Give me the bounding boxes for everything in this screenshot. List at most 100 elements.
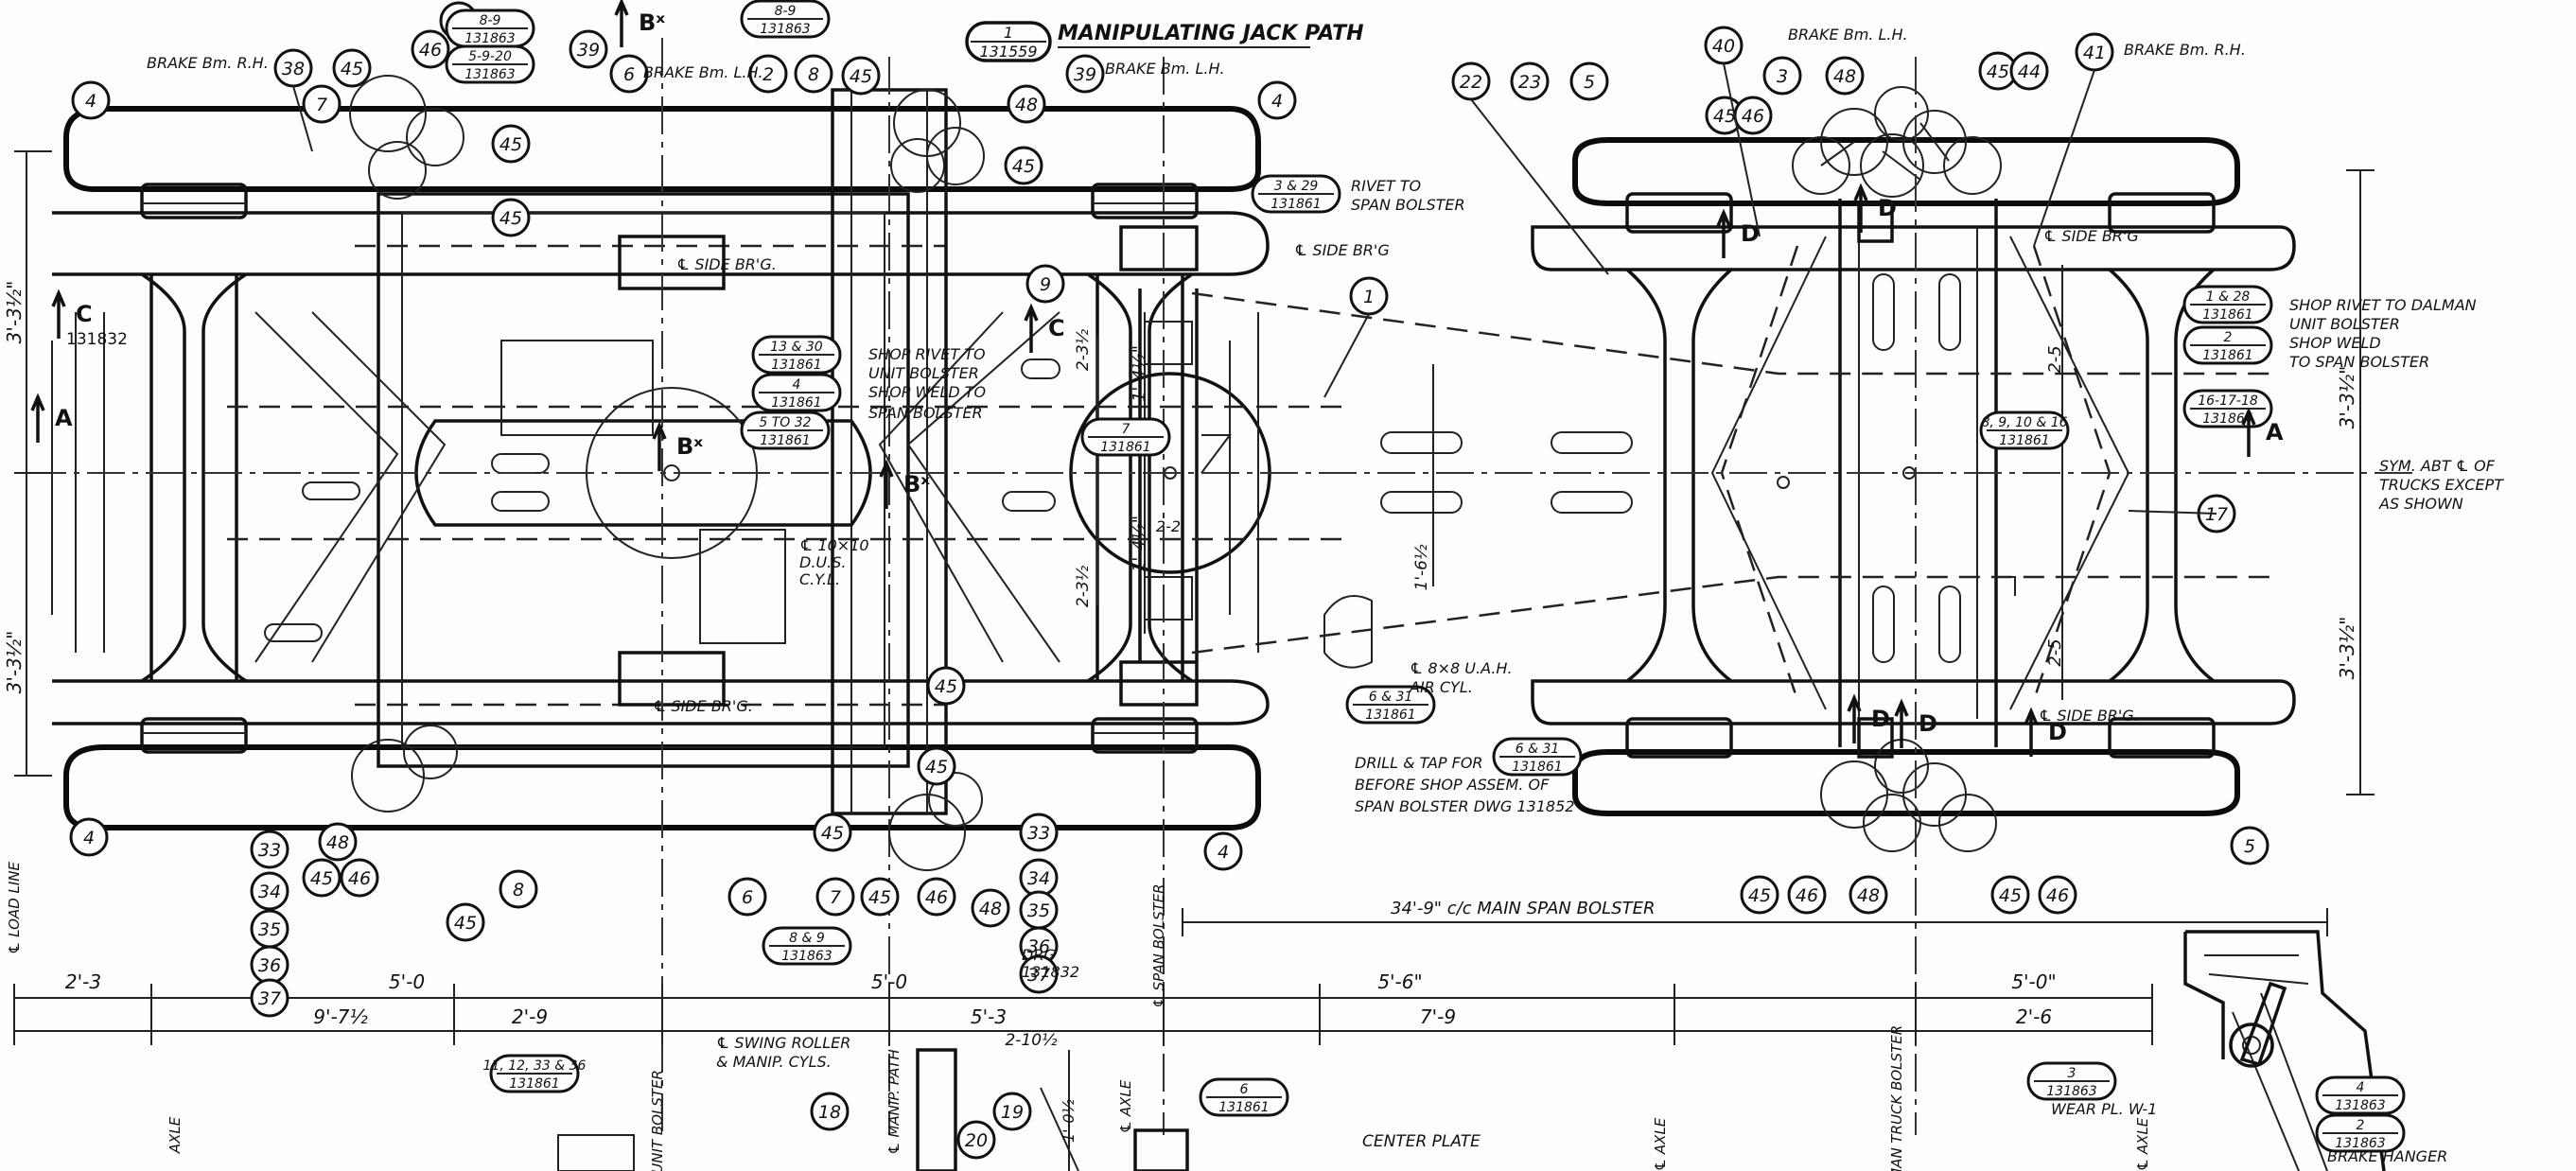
section-letter: A xyxy=(55,405,73,431)
balloon-circle xyxy=(1203,831,1243,871)
drawing-note: BRAKE Bm. L.H. xyxy=(1788,26,1908,44)
balloon-number: 33 xyxy=(1027,823,1050,844)
balloon-number: 19 xyxy=(1001,1102,1024,1123)
drawing-note: ℄ SIDE BR'G. xyxy=(2039,707,2139,725)
balloon-circle xyxy=(917,877,956,917)
callout-balloon: 48 xyxy=(1849,875,1888,915)
drawing-note: C.Y.L. xyxy=(799,570,840,588)
callout-balloon: 46 xyxy=(340,858,379,898)
axle-centerline-label: ℄ AXLE xyxy=(1117,1079,1134,1133)
reference-top: 2 xyxy=(2357,1118,2365,1133)
balloon-circle xyxy=(332,48,372,88)
balloon-number: 34 xyxy=(258,882,281,902)
balloon-number: 39 xyxy=(1074,64,1096,85)
balloon-circle xyxy=(2009,51,2049,91)
lower-fragments xyxy=(557,1048,1189,1171)
callout-balloon: 38 xyxy=(273,48,313,88)
drawing-note: ℄ SIDE BR'G xyxy=(1294,241,1390,259)
reference-top: 4 xyxy=(793,377,801,393)
drawing-note: BRAKE Bm. R.H. xyxy=(2124,41,2246,59)
reference-top: 13 & 30 xyxy=(770,340,823,355)
balloon-number: 46 xyxy=(1796,885,1818,906)
right-truck xyxy=(1531,86,2296,852)
reference-bottom: 131863 xyxy=(464,31,515,46)
balloon-number: 17 xyxy=(2205,504,2228,525)
callout-balloon: 35 xyxy=(250,909,289,949)
section-letter: A xyxy=(2266,419,2284,446)
dimension-horizontal: 5'-0 xyxy=(871,970,907,993)
callout-balloon: 45 xyxy=(302,858,342,898)
callout-balloon: 7 xyxy=(815,877,855,917)
callout-balloon: 5 xyxy=(2230,826,2269,865)
span-bolster-outline xyxy=(1191,291,2280,669)
section-mark: D xyxy=(1847,693,1890,743)
axle-centerline-label: ℄ AXLE xyxy=(1652,1117,1669,1171)
callout-balloon: 48 xyxy=(971,888,1010,928)
balloon-circle xyxy=(491,124,531,164)
callout-balloon: 45 xyxy=(1978,51,2018,91)
callout-balloon: 22 xyxy=(1451,61,1491,101)
callout-balloon: 19 xyxy=(992,1092,1032,1131)
balloon-circle xyxy=(302,84,342,124)
dimension-horizontal: 2-10½ xyxy=(1005,1031,1058,1050)
dimension-horizontal: 5'-0" xyxy=(2011,970,2056,993)
drawing-note: BRAKE Bm. L.H. xyxy=(643,63,763,81)
callout-balloon: 33 xyxy=(250,830,289,869)
axle-centerline-label: ℄ AXLE xyxy=(2134,1117,2151,1171)
section-letter: C xyxy=(1048,315,1065,341)
reference-top: 8, 9, 10 & 16 xyxy=(1981,415,2067,430)
balloon-circle xyxy=(841,56,881,96)
callout-balloon: 4 xyxy=(1257,80,1297,120)
reference-bottom: 131861 xyxy=(1999,433,2049,448)
balloon-number: 5 xyxy=(1584,72,1595,93)
reference-top: 5-9-20 xyxy=(468,49,512,64)
balloon-number: 3 xyxy=(1777,66,1788,87)
section-mark: D xyxy=(1894,698,1937,748)
reference-bottom: 131863 xyxy=(760,22,810,37)
axle-centerline-label: ℄ SPAN BOLSTER xyxy=(1150,883,1167,1007)
callout-balloon: 48 xyxy=(1825,56,1865,96)
balloon-number: 46 xyxy=(925,887,948,908)
drawing-note: SPAN BOLSTER xyxy=(1351,196,1465,214)
callout-balloon: 45 xyxy=(446,902,485,942)
section-mark: A xyxy=(30,393,73,443)
title-ref-bottom: 131559 xyxy=(979,43,1037,61)
axle-centerline-label: AXLE xyxy=(166,1116,184,1154)
drawing-note: BEFORE SHOP ASSEM. OF xyxy=(1355,776,1550,794)
callout-balloon: 45 xyxy=(917,746,956,786)
dimension-horizontal: 2-2 xyxy=(1156,517,1181,535)
reference-bottom: 131863 xyxy=(2046,1084,2096,1099)
balloon-number: 20 xyxy=(965,1130,988,1151)
reference-bottom: 131863 xyxy=(781,949,832,964)
section-ref: 131832 xyxy=(66,330,128,349)
balloon-circle xyxy=(446,902,485,942)
axle-centerline-label: ℄ MANIP. PATH xyxy=(885,1049,902,1155)
balloon-number: 48 xyxy=(326,832,349,853)
title-ref-top: 1 xyxy=(1004,24,1013,42)
balloon-circle xyxy=(250,978,289,1018)
dimension-vertical: 1'-0½ xyxy=(1060,1098,1078,1143)
section-mark: Bˣ xyxy=(652,421,703,471)
balloon-circle xyxy=(1510,61,1550,101)
reference-bottom: 131861 xyxy=(2202,348,2252,363)
leader-line xyxy=(292,85,313,152)
balloon-number: 46 xyxy=(1742,106,1764,127)
drawing-note: SPAN BOLSTER DWG 131852 xyxy=(1355,797,1574,815)
balloon-circle xyxy=(748,54,788,94)
drawing-note: AIR CYL. xyxy=(1409,678,1473,696)
balloon-number: 4 xyxy=(85,91,96,112)
balloon-circle xyxy=(569,29,608,69)
callout-balloon: 48 xyxy=(1007,84,1046,124)
dimension-vertical: 1'-6½ xyxy=(1412,544,1431,590)
balloon-circle xyxy=(609,54,649,94)
drawing-note: DRILL & TAP FOR xyxy=(1355,754,1483,772)
balloon-number: 45 xyxy=(1999,885,2022,906)
